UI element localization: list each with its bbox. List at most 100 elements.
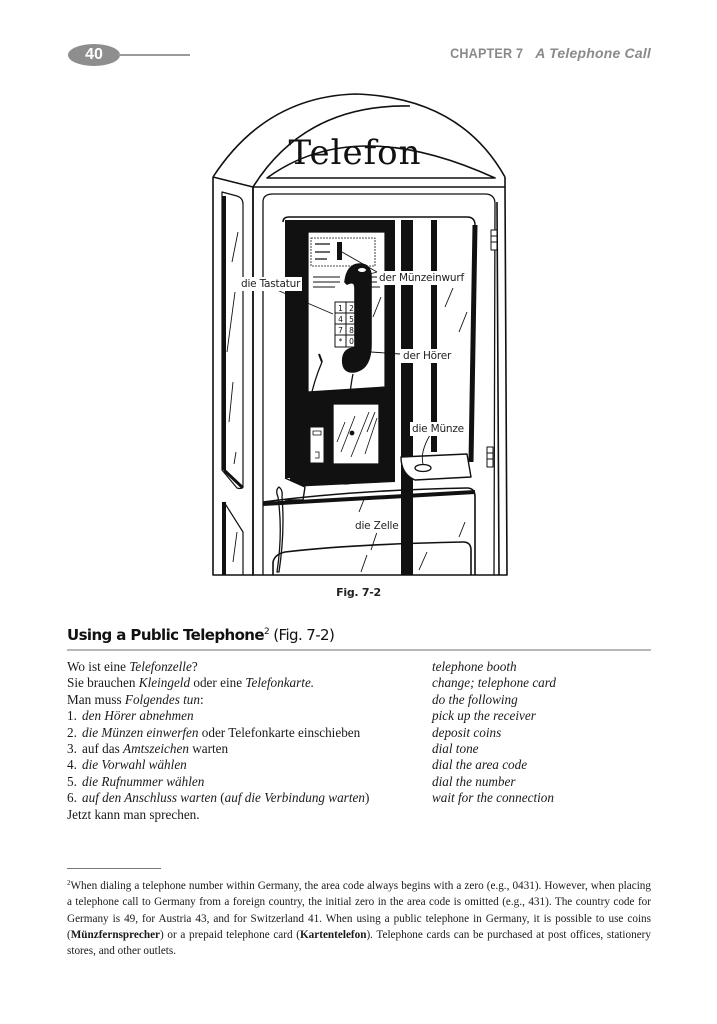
vocab-english: pick up the receiver — [432, 708, 536, 724]
section-rule — [67, 649, 651, 651]
vocab-text: Man muss — [67, 691, 125, 707]
vocab-english: telephone booth — [432, 659, 517, 674]
step-number: 4. — [67, 757, 77, 773]
vocab-text: oder Telefonkarte einschieben — [198, 724, 361, 740]
keypad — [334, 301, 358, 348]
vocab-text: Wo ist eine — [67, 659, 130, 674]
booth-window — [282, 216, 476, 463]
vocab-text: Jetzt kann man sprechen. — [67, 806, 200, 822]
vocab-english: dial tone — [432, 741, 479, 757]
vocab-german: Jetzt kann man sprechen. — [67, 807, 432, 823]
sign-panel — [266, 145, 496, 179]
step-number: 1. — [67, 708, 77, 724]
vocab-german: 6.auf den Anschluss warten (auf die Verb… — [67, 790, 432, 806]
vocab-term: die Vorwahl wählen — [82, 757, 187, 773]
figure-caption: Fig. 7-2 — [336, 586, 381, 599]
vocab-list: Wo ist eine Telefonzelle?telephone booth… — [67, 659, 657, 823]
booth-roof — [212, 93, 506, 178]
booth-front-frame — [252, 186, 508, 576]
vocab-german: 4. die Vorwahl wählen — [67, 757, 432, 773]
vocab-row: 3. auf das Amtszeichen warten dial tone — [67, 741, 657, 757]
footnote-ref[interactable]: 2 — [263, 627, 270, 637]
vocab-term: den Hörer abnehmen — [82, 708, 194, 724]
label-coin: die Münze — [410, 422, 466, 436]
label-booth: die Zelle — [353, 519, 401, 533]
header-rule — [118, 54, 190, 56]
vocab-term: auf den Anschluss warten — [82, 790, 217, 806]
vocab-text: : — [199, 691, 204, 707]
vocab-text: ( — [216, 790, 225, 806]
coin-slot — [337, 242, 342, 260]
vocab-row: Jetzt kann man sprechen. — [67, 807, 657, 823]
vocab-german: 2. die Münzen einwerfen oder Telefonkarte… — [67, 725, 432, 741]
vocab-term: Telefonkarte. — [245, 675, 315, 691]
footnote-term: Münzfernsprecher — [70, 928, 161, 941]
step-number: 2. — [67, 724, 77, 740]
vocab-row: Sie brauchen Kleingeld oder eine Telefon… — [67, 675, 657, 691]
key-7: 7 — [338, 326, 343, 335]
step-number: 6. — [67, 790, 77, 806]
vocab-row: 1. den Hörer abnehmen pick up the receiver — [67, 708, 657, 724]
vocab-row: 2. die Münzen einwerfen oder Telefonkarte… — [67, 725, 657, 741]
chapter-title: A Telephone Call — [535, 45, 651, 61]
vocab-text: ) — [364, 790, 370, 806]
vocab-english: do the following — [432, 691, 518, 707]
vocab-row: Wo ist eine Telefonzelle?telephone booth — [67, 659, 657, 675]
key-8: 8 — [349, 326, 354, 335]
vocab-term: die Rufnummer wählen — [82, 773, 205, 789]
vocab-text: auf das — [82, 741, 124, 757]
vocab-text: warten — [188, 741, 229, 757]
vocab-german: 5. die Rufnummer wählen — [67, 774, 432, 790]
vocab-row: 5. die Rufnummer wählen dial the number — [67, 774, 657, 790]
page-number-badge: 40 — [68, 44, 120, 66]
vocab-english: dial the area code — [432, 757, 528, 773]
door-handle — [276, 486, 284, 573]
vocab-german: Wo ist eine Telefonzelle? — [67, 659, 432, 675]
key-4: 4 — [338, 315, 343, 324]
hinge — [486, 446, 494, 468]
vocab-german: 1. den Hörer abnehmen — [67, 708, 432, 724]
label-keypad: die Tastatur — [239, 277, 303, 291]
vocab-english: dial the number — [432, 773, 516, 789]
vocab-row: 6.auf den Anschluss warten (auf die Verb… — [67, 790, 657, 806]
vocab-text: ? — [191, 659, 198, 674]
running-head: CHAPTER 7 A Telephone Call — [442, 45, 651, 61]
leader-receiver — [370, 351, 401, 355]
vocab-german: 3. auf das Amtszeichen warten — [67, 741, 432, 757]
shelf — [400, 453, 472, 481]
footnote: 2When dialing a telephone number within … — [67, 875, 651, 959]
step-number: 5. — [67, 773, 77, 789]
label-receiver: der Hörer — [401, 349, 454, 363]
vocab-german: Man muss Folgendes tun: — [67, 692, 432, 708]
vocab-term: die Münzen einwerfen — [82, 724, 199, 740]
vocab-english: deposit coins — [432, 724, 502, 740]
leader-coin — [421, 434, 431, 465]
footnote-marker: 2 — [67, 879, 71, 887]
vocab-row: Man muss Folgendes tun:do the following — [67, 692, 657, 708]
key-star: * — [339, 337, 343, 346]
vocab-row: 4. die Vorwahl wählen dial the area code — [67, 757, 657, 773]
vocab-term: Telefonzelle — [129, 659, 192, 674]
key-5: 5 — [349, 315, 354, 324]
label-coin-slot: der Münzeinwurf — [377, 271, 466, 285]
key-0: 0 — [349, 337, 354, 346]
hinge — [490, 229, 498, 251]
section-title: Using a Public Telephone — [67, 626, 265, 644]
footnote-text: ) or a prepaid telephone card ( — [160, 928, 300, 941]
vocab-term: Folgendes tun — [124, 691, 200, 707]
step-number: 3. — [67, 741, 77, 757]
vocab-english: wait for the connection — [432, 790, 554, 806]
vocab-term: Amtszeichen — [123, 741, 189, 757]
chapter-number: CHAPTER 7 — [450, 45, 524, 61]
footnote-text: ). Telephone cards can be purchased at p… — [67, 928, 651, 958]
vocab-german: Sie brauchen Kleingeld oder eine Telefon… — [67, 675, 432, 691]
telephone-booth-illustration: Telefon 1 2 4 5 7 8 * 0 — [212, 93, 508, 576]
card-slot — [309, 426, 325, 464]
sign-text: Telefon — [288, 133, 421, 173]
section-heading: Using a Public Telephone2 (Fig. 7-2) — [67, 626, 335, 644]
vocab-text: oder eine — [190, 675, 246, 691]
footnote-text: When dialing a telephone number within G… — [67, 880, 651, 941]
key-1: 1 — [338, 304, 343, 313]
leader-coin-slot — [341, 251, 378, 275]
vocab-text: Sie brauchen — [67, 675, 139, 691]
